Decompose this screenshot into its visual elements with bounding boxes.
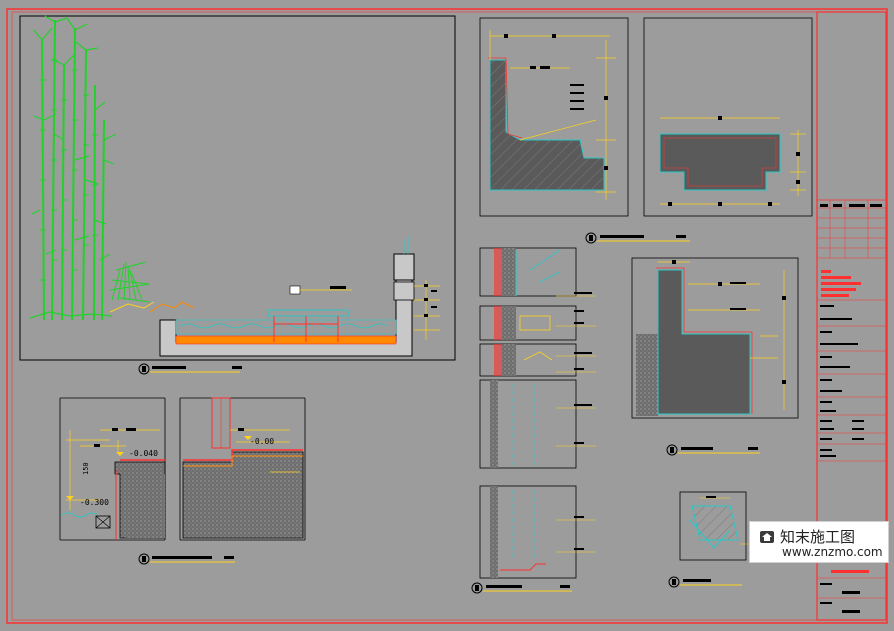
title-block	[816, 11, 887, 621]
panel-pool-elevation	[19, 15, 456, 375]
watermark-box: 知末施工图 www.znzmo.com	[749, 521, 889, 563]
view-title-seat	[585, 232, 690, 244]
bamboo-stalks	[41, 19, 105, 321]
dimension-mark: 150	[82, 462, 90, 475]
house-logo-icon	[760, 531, 774, 543]
elevation-mark-1: -0.040	[129, 449, 158, 458]
view-title-small	[668, 576, 742, 588]
panel-seat-section	[479, 17, 813, 244]
view-title-wall	[138, 553, 235, 565]
bamboo-leaves	[29, 15, 117, 319]
elevation-mark-2: -0.300	[80, 498, 109, 507]
view-title-vertical	[471, 582, 572, 594]
elevation-mark-3: -0.00	[250, 437, 274, 446]
shrub	[109, 261, 151, 303]
pool-section	[149, 236, 415, 357]
panel-planter-section	[631, 257, 799, 456]
watermark-url: www.znzmo.com	[782, 545, 883, 559]
watermark-name: 知末施工图	[780, 528, 856, 546]
bamboo-nodes	[40, 59, 98, 281]
view-title-pool	[138, 363, 242, 375]
bridge	[267, 285, 349, 342]
panel-small-detail	[668, 491, 760, 588]
panel-wall-detail: -0.040 -0.300 150 -0.00	[59, 397, 306, 565]
panel-vertical-sections	[471, 247, 596, 594]
view-title-planter	[666, 444, 760, 456]
